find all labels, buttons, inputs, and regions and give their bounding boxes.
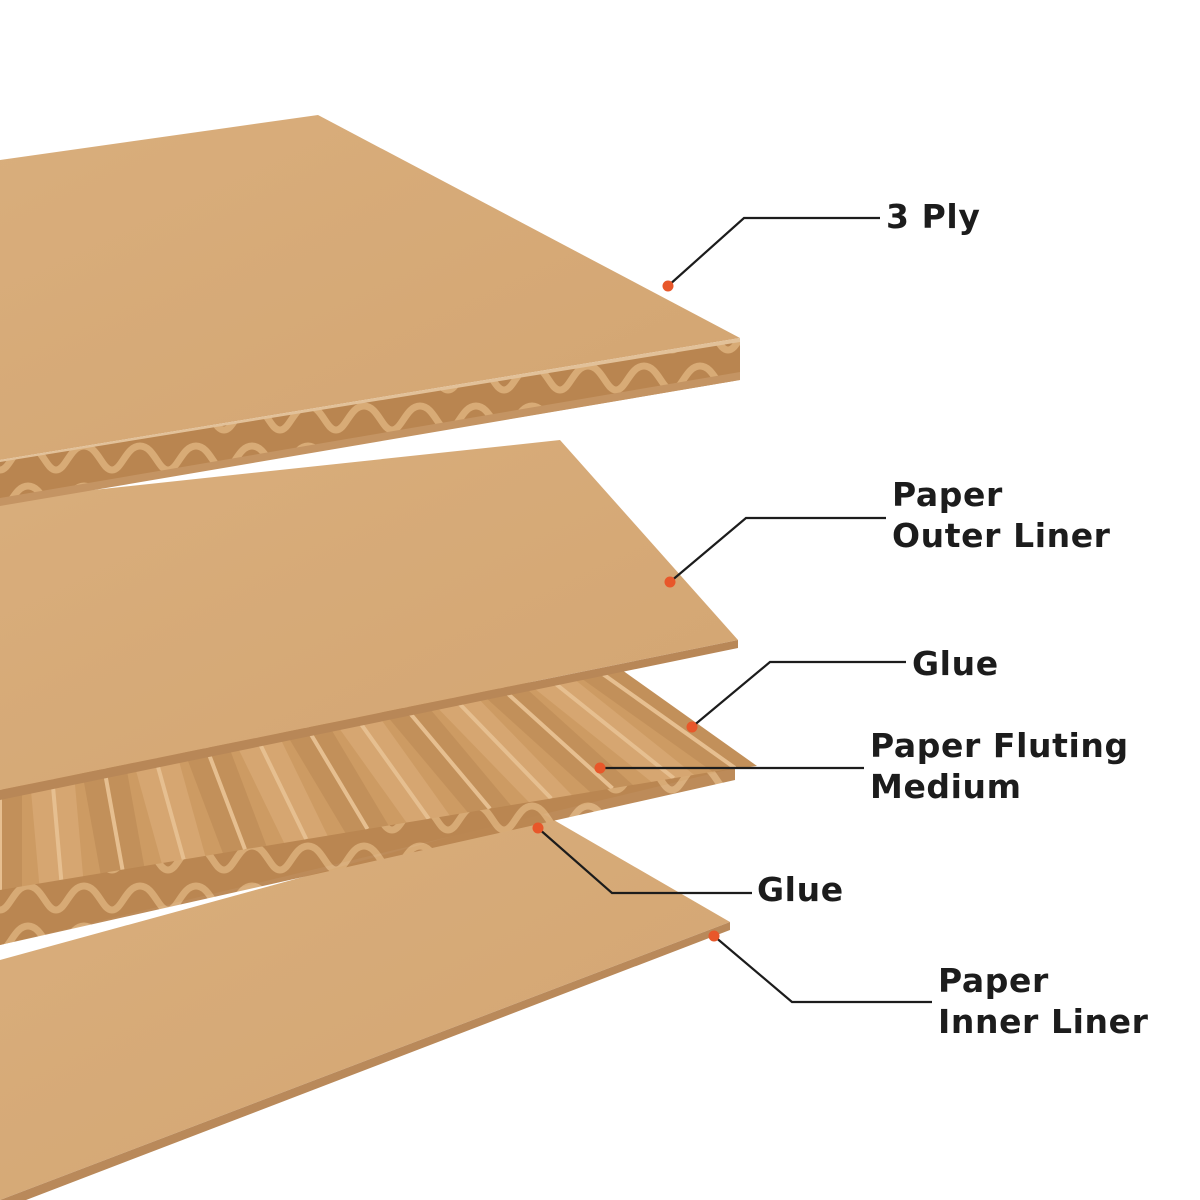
outer-liner-sheet (0, 440, 738, 800)
label-paper-inner-liner: Paper Inner Liner (938, 960, 1149, 1042)
marker-dot-3ply (662, 280, 674, 292)
marker-dot-glue-bottom (532, 822, 544, 834)
label-paper-fluting-medium: Paper Fluting Medium (870, 725, 1129, 807)
marker-dots (532, 280, 720, 942)
leader-inner-liner (713, 935, 932, 1004)
label-fluting-line-2: Medium (870, 767, 1022, 806)
flute-ridge-highlight (548, 677, 675, 780)
marker-dot-fluting (594, 762, 606, 774)
inner-liner-sheet (0, 812, 730, 1200)
three-ply-board (0, 115, 740, 506)
leader-glue-top (691, 660, 906, 728)
flute-ridge-highlight (448, 692, 553, 800)
label-outer-liner-line-2: Outer Liner (892, 516, 1111, 555)
label-outer-liner-line-1: Paper (892, 475, 1003, 514)
label-3-ply-text: 3 Ply (886, 197, 981, 236)
label-glue-top: Glue (912, 643, 999, 684)
label-glue-bottom: Glue (757, 869, 844, 910)
leader-lines (537, 216, 932, 1004)
marker-dot-inner-liner (708, 930, 720, 942)
label-inner-liner-line-1: Paper (938, 961, 1049, 1000)
label-3-ply: 3 Ply (886, 196, 980, 237)
label-glue-bottom-text: Glue (757, 870, 844, 909)
leader-glue-bottom (537, 827, 752, 895)
flute-ridge-highlight (598, 670, 737, 770)
label-inner-liner-line-2: Inner Liner (938, 1002, 1149, 1041)
leader-outer-liner (669, 516, 886, 583)
label-glue-top-text: Glue (912, 644, 999, 683)
label-paper-outer-liner: Paper Outer Liner (892, 474, 1111, 556)
marker-dot-glue-top (686, 721, 698, 733)
label-fluting-line-1: Paper Fluting (870, 726, 1129, 765)
flute-ridge-highlight (348, 707, 431, 820)
leader-3ply (667, 216, 880, 287)
flute-ridge-highlight (498, 685, 614, 790)
flute-ridge-highlight (398, 700, 492, 810)
marker-dot-outer-liner (664, 576, 676, 588)
